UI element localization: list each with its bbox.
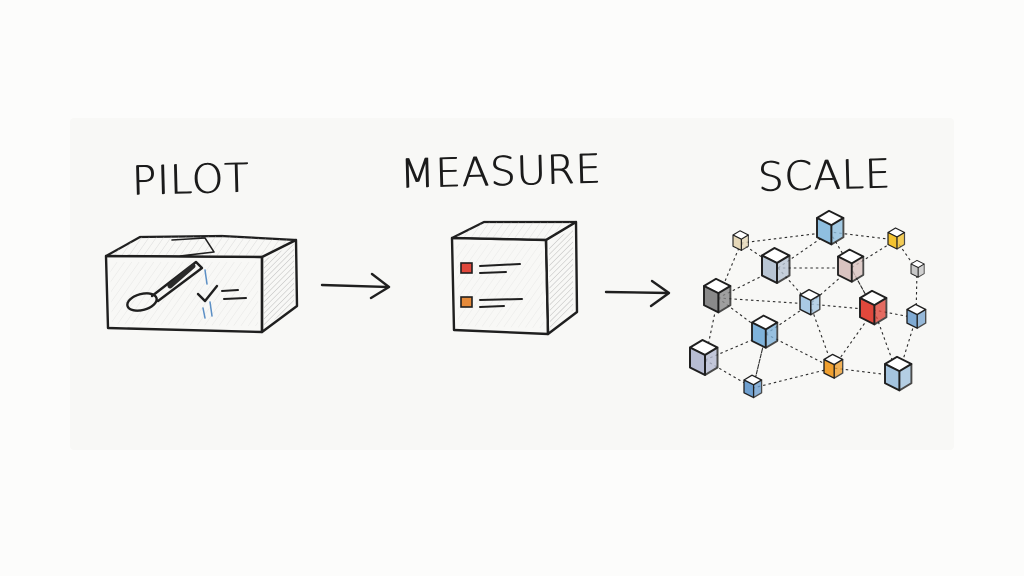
network-cube <box>837 248 865 283</box>
arrow-right-icon-1 <box>320 272 391 300</box>
arrow-right-icon-2 <box>604 279 671 308</box>
pilot-box-icon <box>104 234 299 334</box>
network-cube <box>906 303 927 329</box>
network-cube <box>910 259 925 278</box>
network-cube <box>743 374 763 399</box>
network-cube <box>703 277 732 314</box>
network-cube <box>732 230 749 251</box>
network-cube <box>859 289 888 326</box>
network-cube <box>751 314 779 349</box>
network-cube <box>799 288 821 316</box>
network-cube <box>816 209 845 246</box>
network-cube <box>887 227 906 250</box>
network-cube <box>823 353 844 379</box>
scale-network-icon <box>689 209 927 399</box>
measure-box-icon <box>450 220 579 336</box>
network-cube <box>689 339 719 376</box>
network-cube <box>884 355 913 392</box>
network-cube <box>761 247 791 284</box>
